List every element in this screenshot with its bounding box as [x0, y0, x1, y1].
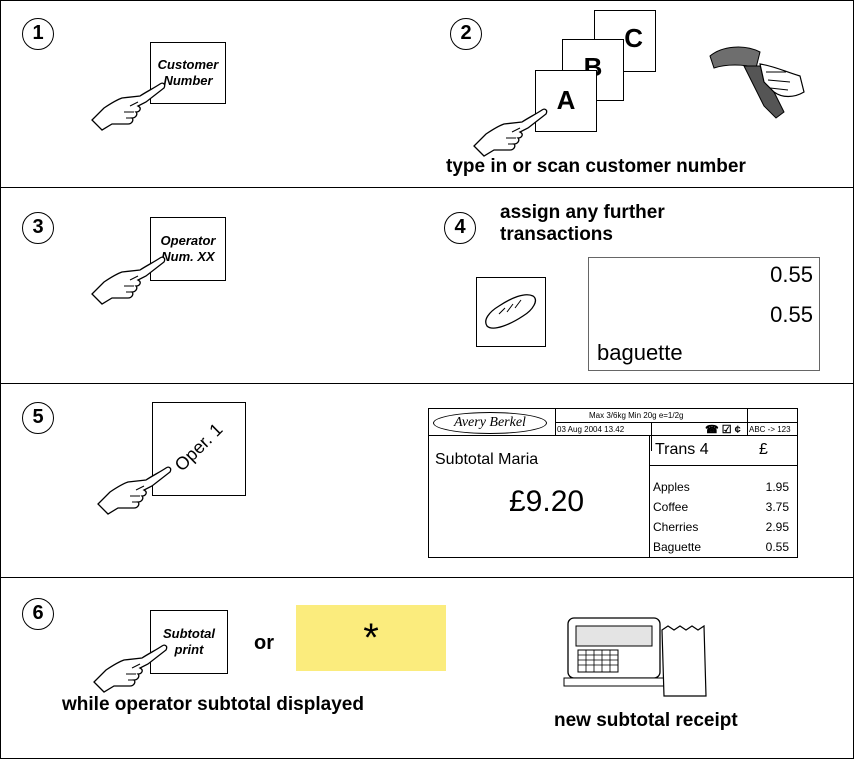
trans-label: Trans 4	[655, 441, 709, 458]
display-line-1: 0.55	[770, 262, 813, 287]
row-divider	[0, 577, 854, 578]
scale-spec: Max 3/6kg Min 20g e=1/2g	[589, 411, 684, 420]
oper1-key[interactable]: Oper. 1	[152, 402, 246, 496]
assign-caption: assign any further transactions	[500, 202, 665, 245]
scale-display: Avery Berkel Max 3/6kg Min 20g e=1/2g 03…	[428, 408, 798, 558]
item-name: Apples	[653, 480, 690, 494]
customer-number-key[interactable]: Customer Number	[150, 42, 226, 104]
step-number-6: 6	[22, 598, 54, 630]
display-line-2: 0.55	[770, 302, 813, 327]
item-display: 0.55 0.55 baguette	[588, 257, 820, 371]
status-icons: ☎ ☑ ¢	[705, 424, 741, 436]
baguette-key[interactable]	[476, 277, 546, 347]
subtotal-label: Subtotal Maria	[435, 451, 539, 468]
while-caption: while operator subtotal displayed	[62, 694, 364, 715]
step-number-4: 4	[444, 212, 476, 244]
table-row: Apples 1.95	[653, 477, 789, 497]
step-number-1: 1	[22, 18, 54, 50]
table-row: Cherries 2.95	[653, 517, 789, 537]
scan-caption: type in or scan customer number	[446, 156, 746, 177]
item-name: Baguette	[653, 540, 702, 554]
item-price: 1.95	[765, 480, 789, 494]
pointing-hand-icon	[473, 108, 548, 157]
barcode-scanner-icon	[709, 46, 805, 119]
row-divider	[0, 383, 854, 384]
scale-date: 03 Aug 2004 13.42	[557, 425, 625, 434]
item-list: Apples 1.95 Coffee 3.75 Cherries 2.95 Bague…	[653, 477, 789, 557]
item-name: Cherries	[653, 520, 699, 534]
row-divider	[0, 187, 854, 188]
item-price: 2.95	[765, 520, 789, 534]
star-key[interactable]: *	[296, 605, 446, 671]
or-label: or	[254, 632, 274, 654]
step-number-3: 3	[22, 212, 54, 244]
card-a[interactable]: A	[535, 70, 597, 132]
step-number-5: 5	[22, 402, 54, 434]
mode-indicator: ABC -> 123	[749, 425, 791, 434]
currency-label: £	[759, 441, 768, 458]
item-price: 3.75	[765, 500, 789, 514]
baguette-icon	[485, 294, 537, 329]
table-row: Coffee 3.75	[653, 497, 789, 517]
scale-printer-icon	[563, 617, 665, 687]
subtotal-amount: £9.20	[509, 485, 585, 518]
item-name: Coffee	[653, 500, 689, 514]
subtotal-print-key[interactable]: Subtotal print	[150, 610, 228, 674]
operator-number-key[interactable]: Operator Num. XX	[150, 217, 226, 281]
pointing-hand-icon	[91, 256, 166, 305]
display-item-name: baguette	[597, 340, 683, 365]
step-number-2: 2	[450, 18, 482, 50]
pointing-hand-icon	[97, 466, 172, 515]
pointing-hand-icon	[93, 644, 168, 693]
brand-logo: Avery Berkel	[433, 412, 547, 434]
item-price: 0.55	[765, 540, 789, 554]
receipt-icon	[661, 624, 707, 697]
receipt-caption: new subtotal receipt	[554, 710, 738, 731]
pointing-hand-icon	[91, 82, 166, 131]
table-row: Baguette 0.55	[653, 537, 789, 557]
